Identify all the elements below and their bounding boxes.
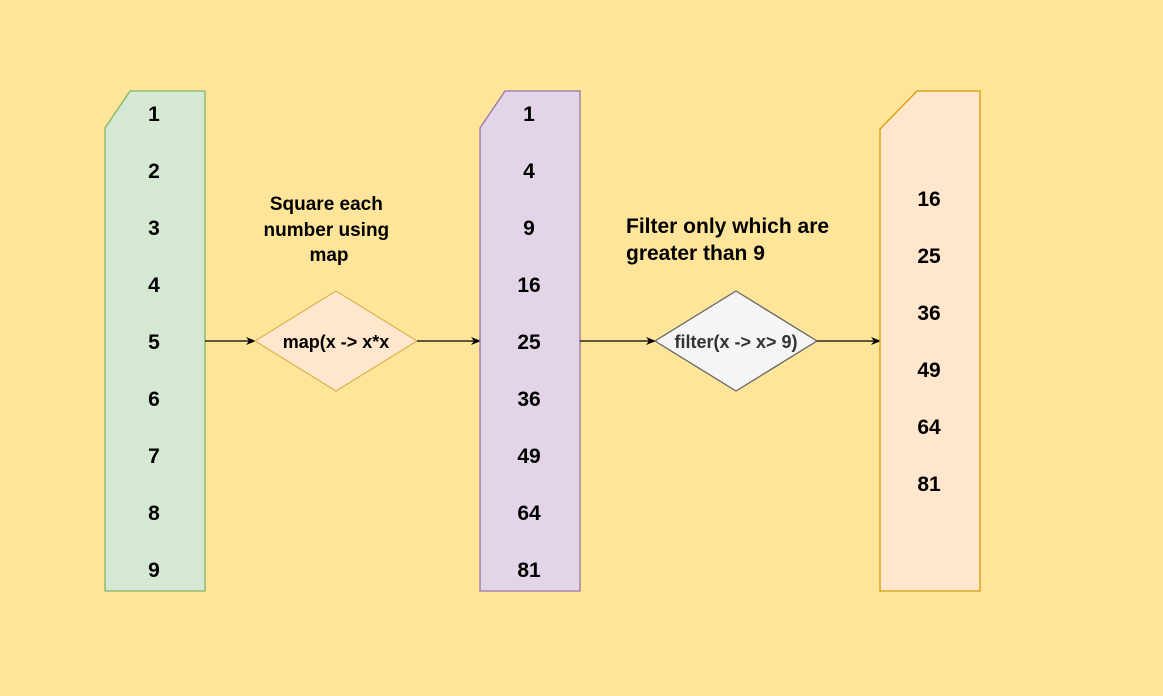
squared-list-value: 64 bbox=[517, 502, 541, 525]
squared-list-value: 25 bbox=[517, 331, 541, 354]
filter-step: Filter only which are greater than 9 fil… bbox=[626, 215, 835, 392]
squared-list-shape bbox=[479, 90, 581, 592]
map-caption-line-3: map bbox=[309, 245, 348, 266]
map-caption-line-1: Square each bbox=[270, 194, 383, 215]
input-list-value: 5 bbox=[148, 331, 160, 354]
input-list-values: 1 2 3 4 5 6 7 8 9 bbox=[148, 103, 160, 582]
squared-list-value: 1 bbox=[523, 103, 535, 126]
input-list-value: 4 bbox=[148, 274, 160, 297]
input-list-value: 8 bbox=[148, 502, 160, 525]
map-step: Square each number using map map(x -> x*… bbox=[253, 194, 419, 392]
output-list-values: 16 25 36 49 64 81 bbox=[917, 188, 941, 496]
squared-list-value: 9 bbox=[523, 217, 535, 240]
output-list-value: 16 bbox=[917, 188, 940, 211]
output-list-shape bbox=[879, 90, 981, 592]
output-list-value: 36 bbox=[917, 302, 940, 325]
input-list-shape bbox=[104, 90, 206, 592]
output-list-value: 25 bbox=[917, 245, 941, 268]
filter-operation-label: filter(x -> x> 9) bbox=[674, 332, 797, 352]
input-list-value: 7 bbox=[148, 445, 160, 468]
input-list-value: 1 bbox=[148, 103, 160, 126]
map-operation-diamond bbox=[253, 290, 419, 392]
map-caption: Square each number using map bbox=[264, 194, 395, 266]
squared-list-value: 16 bbox=[517, 274, 540, 297]
input-list-value: 6 bbox=[148, 388, 160, 411]
input-list-value: 2 bbox=[148, 160, 160, 183]
output-list-value: 81 bbox=[917, 473, 941, 496]
filter-caption: Filter only which are greater than 9 bbox=[626, 215, 835, 265]
map-operation-label: map(x -> x*x bbox=[283, 332, 390, 352]
map-caption-line-2: number using bbox=[264, 220, 390, 241]
squared-list-value: 36 bbox=[517, 388, 540, 411]
filter-caption-line-2: greater than 9 bbox=[626, 242, 765, 265]
squared-list-value: 81 bbox=[517, 559, 541, 582]
input-list-value: 9 bbox=[148, 559, 160, 582]
output-list-card: 16 25 36 49 64 81 bbox=[879, 90, 981, 592]
squared-list-value: 4 bbox=[523, 160, 535, 183]
filter-operation-diamond bbox=[653, 290, 819, 392]
filter-caption-line-1: Filter only which are bbox=[626, 215, 829, 238]
output-list-value: 49 bbox=[917, 359, 940, 382]
output-list-value: 64 bbox=[917, 416, 941, 439]
input-list-value: 3 bbox=[148, 217, 160, 240]
input-list-card: 1 2 3 4 5 6 7 8 9 bbox=[104, 90, 206, 592]
squared-list-value: 49 bbox=[517, 445, 540, 468]
